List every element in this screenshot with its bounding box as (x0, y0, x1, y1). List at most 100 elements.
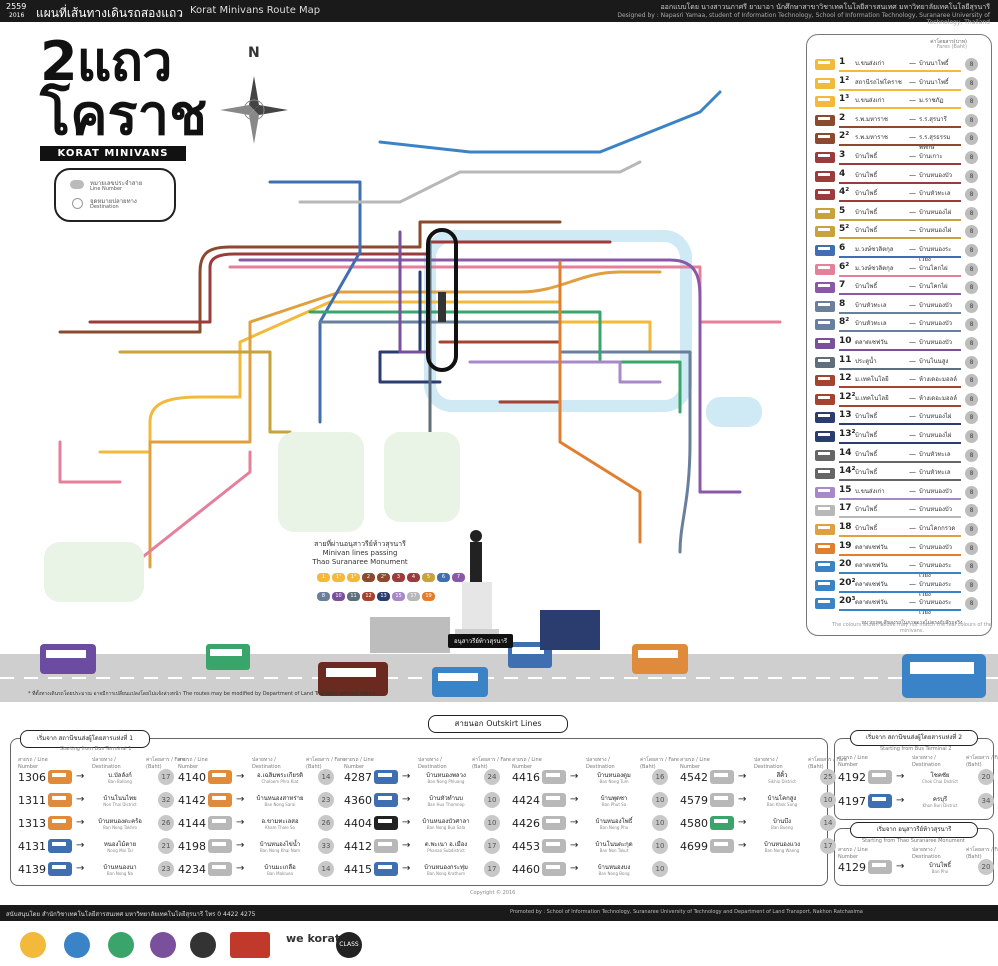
monument-line-chip[interactable]: 8 (317, 592, 330, 601)
route-6b[interactable] (268, 180, 362, 424)
route-3[interactable] (88, 240, 612, 324)
monument-line-chip[interactable]: 13 (377, 592, 390, 601)
route-1[interactable] (98, 300, 652, 454)
route-7[interactable] (238, 258, 742, 494)
route-20[interactable] (378, 90, 722, 154)
route-19[interactable] (558, 260, 642, 544)
route-17[interactable] (298, 160, 642, 204)
monument-line-chip[interactable]: 6 (437, 573, 450, 582)
route-10[interactable] (398, 230, 432, 354)
monument-line-chip[interactable]: 1² (332, 573, 345, 582)
route-6d[interactable] (58, 440, 122, 484)
monument-line-chip[interactable]: 5 (422, 573, 435, 582)
route-origin: บ้านโพธิ์ (855, 190, 878, 198)
van-icon (815, 579, 835, 591)
route-5[interactable] (118, 350, 292, 434)
monument-line-chip[interactable]: 2 (362, 573, 375, 582)
monument-line-chip[interactable]: 1³ (347, 573, 360, 582)
monument-line-chip[interactable]: 10 (332, 592, 345, 601)
monument-line-chip[interactable]: 2² (377, 573, 390, 582)
monument-line-chip[interactable]: 3 (392, 573, 405, 582)
monument-line-chip[interactable]: 17 (407, 592, 420, 601)
route-fare: 8 (965, 560, 978, 574)
outskirt-destination: ครบุรี (932, 796, 948, 803)
monument-line-chip[interactable]: 1 (317, 573, 330, 582)
outskirt-destination: ต.พะเนา อ.เมือง (424, 841, 468, 848)
monument-line-chip[interactable]: 12 (362, 592, 375, 601)
route-18[interactable] (148, 270, 662, 569)
outskirt-column-header: ปลายทาง / Destination (912, 847, 941, 860)
monument-line-chip[interactable]: 11 (347, 592, 360, 601)
arrow-right-icon: → (402, 771, 411, 782)
van-icon (815, 542, 835, 554)
route-2[interactable] (58, 220, 562, 334)
route-13[interactable] (378, 270, 442, 384)
route-8[interactable] (318, 320, 692, 554)
route-15[interactable] (468, 360, 662, 384)
route-color-bar (839, 572, 961, 575)
monument-line-chip[interactable]: 15 (392, 592, 405, 601)
monument-line-chip[interactable]: 7 (452, 573, 465, 582)
monument-line-chip[interactable]: 19 (422, 592, 435, 601)
monument-line-chip[interactable]: 4 (407, 573, 420, 582)
route-map[interactable] (0, 22, 998, 702)
